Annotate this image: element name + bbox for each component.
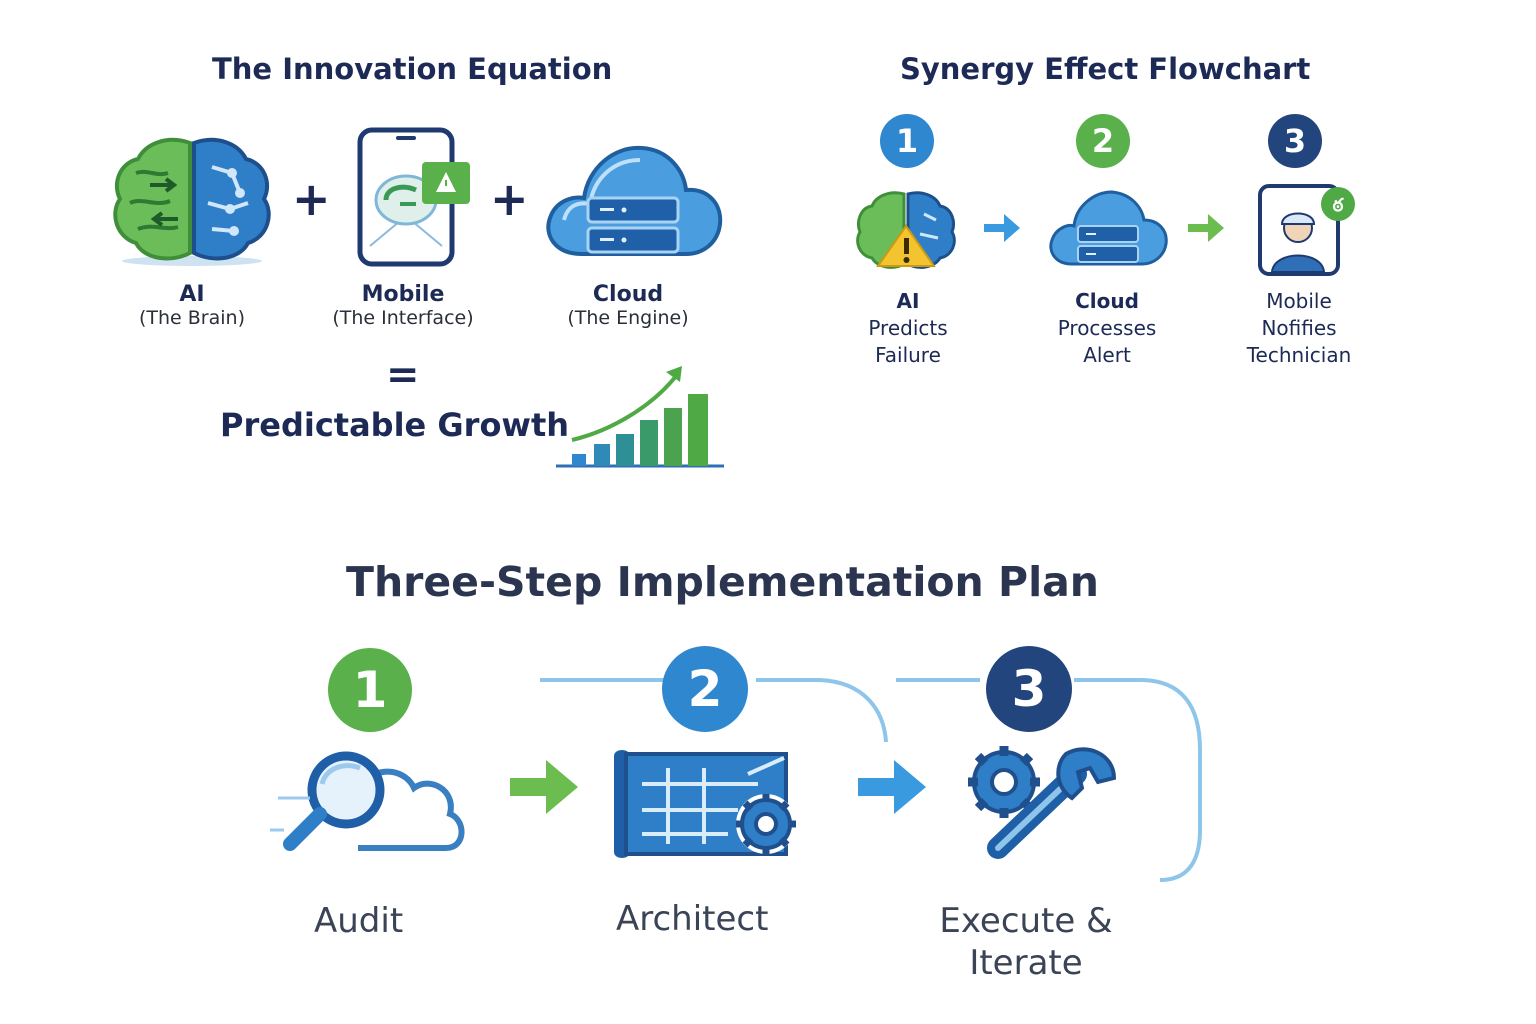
brain-warning-icon xyxy=(856,191,956,269)
technician-phone-icon: ఠ xyxy=(1258,184,1355,276)
plan-badge-2: 2 xyxy=(662,646,748,732)
gear-wrench-icon xyxy=(968,746,1117,859)
flow-step-3-line2: Nofifies xyxy=(1261,316,1337,340)
plan-badge-3: 3 xyxy=(986,646,1072,732)
flow-step-2-line2: Processes xyxy=(1057,316,1157,340)
flow-step-3-label: Mobile Nofifies Technician xyxy=(1228,288,1370,369)
plan-step-3-label: Execute & Iterate xyxy=(916,900,1136,984)
flow-step-3-line1: Mobile xyxy=(1266,289,1332,313)
flow-badge-3: 3 xyxy=(1268,114,1322,168)
flow-badge-2: 2 xyxy=(1076,114,1130,168)
term-ai: AI (The Brain) xyxy=(110,282,274,329)
svg-text:ఠ: ఠ xyxy=(1333,195,1345,216)
term-mobile-sub: (The Interface) xyxy=(332,307,474,329)
flow-step-1-line1: AI xyxy=(896,289,920,313)
flow-step-2-line3: Alert xyxy=(1083,343,1131,367)
plan-step-3-line1: Execute & xyxy=(939,901,1113,941)
cloud-server-icon xyxy=(546,145,723,256)
flow-step-1-label: AI Predicts Failure xyxy=(848,288,968,369)
blueprint-gear-icon xyxy=(614,750,796,858)
plan-arrow-1 xyxy=(510,760,578,814)
flow-badge-1: 1 xyxy=(880,114,934,168)
plus-sign-2: + xyxy=(490,172,529,226)
cloud-server-icon xyxy=(1049,190,1168,266)
plan-title: Three-Step Implementation Plan xyxy=(346,558,1099,606)
plus-sign-1: + xyxy=(292,172,331,226)
equation-title: The Innovation Equation xyxy=(212,52,613,86)
brain-icon xyxy=(113,137,271,266)
flow-arrow-1 xyxy=(984,214,1020,242)
plan-step-1-label: Audit xyxy=(314,901,404,941)
flow-step-2-line1: Cloud xyxy=(1075,289,1139,313)
equals-sign: = xyxy=(386,352,420,398)
plan-arrow-2 xyxy=(858,760,926,814)
flow-arrow-2 xyxy=(1188,214,1224,242)
flow-step-1-line3: Failure xyxy=(875,343,941,367)
term-cloud-name: Cloud xyxy=(592,282,664,307)
flow-step-3-line3: Technician xyxy=(1246,343,1352,367)
flow-step-2-label: Cloud Processes Alert xyxy=(1040,288,1174,369)
smartphone-icon xyxy=(357,127,470,267)
plan-badge-1: 1 xyxy=(328,648,412,732)
term-mobile: Mobile (The Interface) xyxy=(310,282,496,329)
plan-step-3-line2: Iterate xyxy=(969,943,1083,983)
flowchart-title: Synergy Effect Flowchart xyxy=(900,52,1311,86)
term-mobile-name: Mobile xyxy=(361,282,445,307)
term-cloud: Cloud (The Engine) xyxy=(548,282,708,329)
term-ai-name: AI xyxy=(179,282,205,307)
result-label: Predictable Growth xyxy=(220,406,570,444)
growth-chart-icon xyxy=(556,366,724,468)
plan-step-2-label: Architect xyxy=(616,899,769,939)
magnifier-cloud-icon xyxy=(270,751,465,851)
term-ai-sub: (The Brain) xyxy=(138,307,245,329)
term-cloud-sub: (The Engine) xyxy=(567,307,689,329)
flow-step-1-line2: Predicts xyxy=(868,316,948,340)
